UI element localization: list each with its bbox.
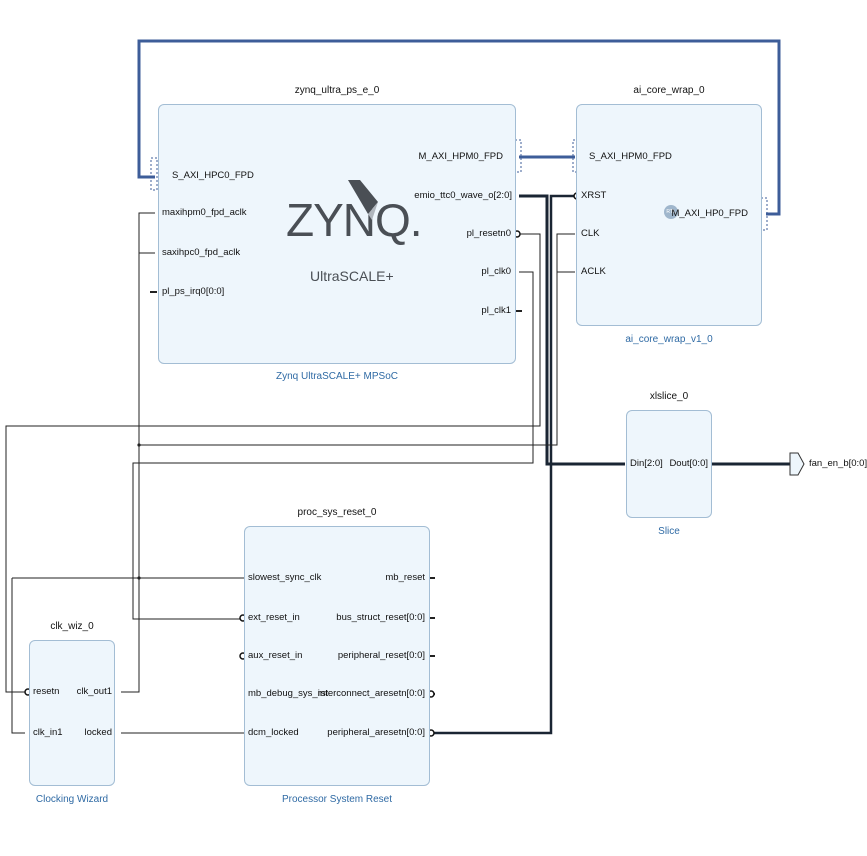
pin-ai-s-axi-hpm0-fpd[interactable]: S_AXI_HPM0_FPD [589,151,672,162]
pin-ai-m-axi-hp0-fpd[interactable]: M_AXI_HP0_FPD [671,208,748,219]
pin-pl-clk0[interactable]: pl_clk0 [481,266,511,277]
clk-wiz-instance-name: clk_wiz_0 [50,621,94,632]
pin-interconnect-aresetn[interactable]: interconnect_aresetn[0:0] [317,688,425,699]
pin-ai-xrst[interactable]: XRST [581,190,607,201]
output-port-arrow[interactable] [789,452,805,476]
pin-saxihpc0-fpd-aclk[interactable]: saxihpc0_fpd_aclk [162,247,241,258]
psr-instance-name: proc_sys_reset_0 [297,507,377,518]
clk-wiz-type-label: Clocking Wizard [35,794,109,805]
ai-core-type-label: ai_core_wrap_v1_0 [625,334,713,345]
rtl-badge-icon: RTL [664,205,678,219]
zynq-logo: ZYNQ. [286,194,423,246]
xlslice-type-label: Slice [658,526,680,537]
clk-wiz-block[interactable] [29,640,115,786]
pin-ext-reset-in[interactable]: ext_reset_in [248,612,300,623]
xlslice-block[interactable] [626,410,712,518]
pin-mb-debug-sys-rst[interactable]: mb_debug_sys_rst [248,688,329,699]
proc-sys-reset-block[interactable] [244,526,430,786]
pin-clkwiz-locked[interactable]: locked [84,727,112,738]
xlslice-instance-name: xlslice_0 [649,391,689,402]
stubs-psr-right [429,577,435,695]
psr-type-label: Processor System Reset [281,794,393,805]
pin-slice-din[interactable]: Din[2:0] [630,458,663,469]
wire-slowest-sync[interactable] [11,577,244,734]
pin-pl-ps-irq0[interactable]: pl_ps_irq0[0:0] [162,286,225,297]
pin-s-axi-hpc0-fpd[interactable]: S_AXI_HPC0_FPD [172,170,254,181]
pin-slice-dout[interactable]: Dout[0:0] [669,458,708,469]
pin-ai-clk[interactable]: CLK [581,228,600,239]
pin-maxihpm0-fpd-aclk[interactable]: maxihpm0_fpd_aclk [162,207,247,218]
pin-clkwiz-resetn[interactable]: resetn [33,686,60,697]
pin-dcm-locked[interactable]: dcm_locked [248,727,299,738]
junction-dot [137,443,141,447]
wire-emio-to-slice[interactable] [519,194,625,466]
pin-peripheral-reset[interactable]: peripheral_reset[0:0] [337,650,425,661]
pin-slowest-sync-clk[interactable]: slowest_sync_clk [248,572,322,583]
pin-mb-reset[interactable]: mb_reset [385,572,425,583]
pin-clkwiz-clk-in1[interactable]: clk_in1 [33,727,63,738]
ai-core-instance-name: ai_core_wrap_0 [633,85,705,96]
wire-pl-resetn[interactable] [5,233,541,693]
junction-dot [137,576,141,580]
pin-bus-struct-reset[interactable]: bus_struct_reset[0:0] [336,612,425,623]
pin-m-axi-hpm0-fpd[interactable]: M_AXI_HPM0_FPD [418,151,503,162]
zynq-logo-chevron-icon [348,180,378,220]
pin-pl-clk1[interactable]: pl_clk1 [481,305,511,316]
pin-clkwiz-clk-out1[interactable]: clk_out1 [76,686,112,697]
zynq-type-label: Zynq UltraSCALE+ MPSoC [276,371,398,382]
zynq-ultra-ps-block[interactable] [158,104,516,364]
pin-aux-reset-in[interactable]: aux_reset_in [248,650,303,661]
wire-aresetn-to-xrst[interactable] [433,194,575,735]
zynq-logo-subtitle: UltraSCALE+ [310,268,394,284]
pin-emio-ttc0-wave-o[interactable]: emio_ttc0_wave_o[2:0] [414,190,512,201]
wire-clk-out1-net[interactable] [121,212,575,693]
axi-bus-hp0-to-hpc0[interactable] [137,39,781,216]
pin-ai-aclk[interactable]: ACLK [581,266,606,277]
pin-peripheral-aresetn[interactable]: peripheral_aresetn[0:0] [327,727,425,738]
fan-en-port-label[interactable]: fan_en_b[0:0] [809,458,867,469]
wire-pl-clk0[interactable] [132,271,534,620]
pin-pl-resetn0[interactable]: pl_resetn0 [466,228,511,239]
zynq-instance-name: zynq_ultra_ps_e_0 [294,85,380,96]
